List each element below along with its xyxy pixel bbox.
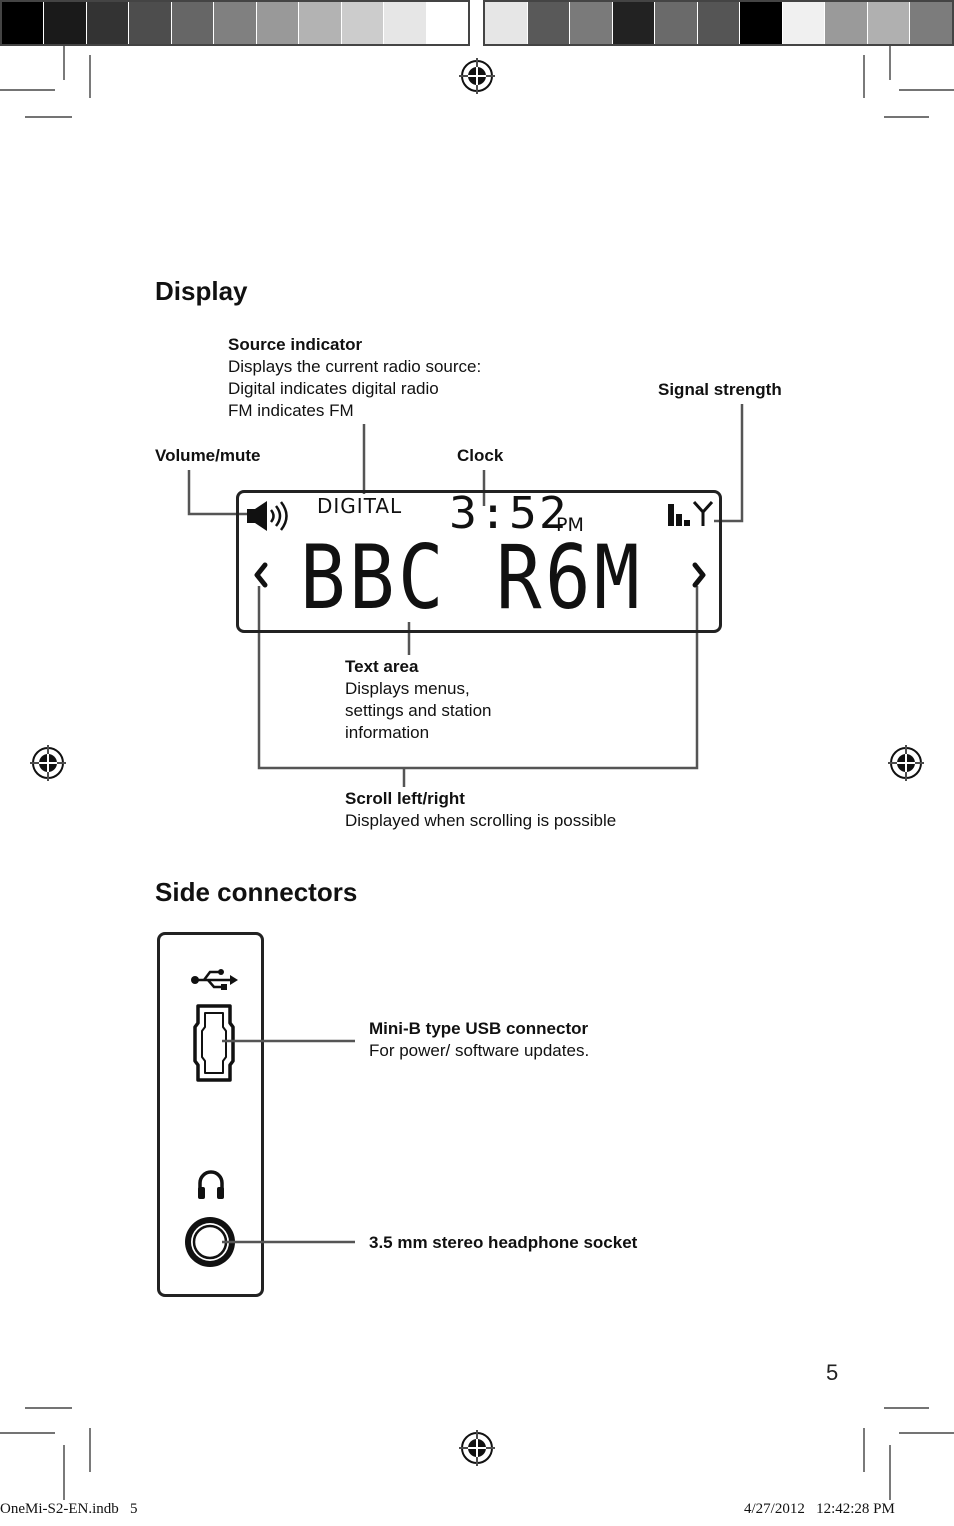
registration-mark-left-icon [30, 745, 66, 781]
color-swatch [696, 2, 740, 44]
source-indicator-title: Source indicator [228, 335, 363, 354]
source-indicator-label: Source indicator Displays the current ra… [228, 334, 481, 422]
color-swatch [255, 2, 299, 44]
lcd-display [236, 490, 722, 633]
source-indicator-line: FM indicates FM [228, 401, 354, 420]
color-swatch [654, 2, 697, 44]
usb-connector-line: For power/ software updates. [369, 1041, 590, 1060]
color-swatch [824, 2, 867, 44]
color-swatch [383, 2, 426, 44]
color-calibration-bar-left [0, 0, 470, 46]
lcd-time: 3:52 [449, 488, 569, 539]
color-swatch [485, 2, 527, 44]
color-swatch [128, 2, 171, 44]
usb-icon [191, 969, 238, 990]
speaker-icon [247, 501, 288, 531]
lcd-station-text: BBC R6M [300, 526, 644, 629]
signal-bars-icon [668, 504, 690, 526]
color-swatch [85, 2, 129, 44]
lcd-ampm: PM [556, 514, 584, 536]
color-swatch [866, 2, 910, 44]
color-swatch [611, 2, 655, 44]
text-area-line: settings and station [345, 701, 492, 720]
color-swatch [909, 2, 953, 44]
clock-label: Clock [457, 446, 504, 465]
signal-strength-label: Signal strength [658, 380, 782, 399]
color-swatch [298, 2, 341, 44]
usb-connector-title: Mini-B type USB connector [369, 1019, 589, 1038]
scroll-title: Scroll left/right [345, 789, 465, 808]
source-indicator-line: Displays the current radio source: [228, 357, 482, 376]
color-swatch [526, 2, 570, 44]
text-area-label: Text area Displays menus, settings and s… [345, 656, 491, 744]
chevron-left-icon [254, 562, 268, 588]
scroll-label: Scroll left/right Displayed when scrolli… [345, 788, 616, 832]
lcd-source-text: DIGITAL [317, 494, 403, 518]
color-swatch [739, 2, 782, 44]
chevron-right-icon [692, 562, 706, 588]
color-swatch [781, 2, 825, 44]
registration-mark-right-icon [888, 745, 924, 781]
color-swatch [170, 2, 214, 44]
color-swatch [2, 2, 44, 44]
volume-mute-label: Volume/mute [155, 446, 261, 465]
headphone-socket-title: 3.5 mm stereo headphone socket [369, 1233, 638, 1252]
mini-usb-port-icon [193, 1004, 235, 1082]
source-indicator-line: Digital indicates digital radio [228, 379, 439, 398]
usb-connector-label: Mini-B type USB connector For power/ sof… [369, 1018, 589, 1062]
side-panel [157, 932, 264, 1297]
text-area-title: Text area [345, 657, 419, 676]
color-swatch [213, 2, 256, 44]
color-swatch [425, 2, 468, 44]
color-swatch [340, 2, 384, 44]
color-calibration-bar-right [483, 0, 954, 46]
page-number: 5 [826, 1360, 839, 1385]
registration-mark-top-icon [459, 58, 495, 94]
text-area-line: information [345, 723, 430, 742]
display-heading: Display [155, 276, 248, 306]
headphone-socket-label: 3.5 mm stereo headphone socket [369, 1232, 637, 1254]
scroll-line: Displayed when scrolling is possible [345, 811, 617, 830]
headphone-socket-icon [185, 1217, 235, 1267]
antenna-icon [692, 500, 714, 526]
color-swatch [569, 2, 612, 44]
registration-mark-bottom-icon [459, 1430, 495, 1466]
text-area-line: Displays menus, [345, 679, 470, 698]
side-connectors-heading: Side connectors [155, 877, 358, 907]
footer-file-slug: OneMi-S2-EN.indb 5 [0, 1501, 138, 1517]
color-swatch [43, 2, 86, 44]
headphone-icon [198, 1170, 224, 1199]
footer-timestamp-slug: 4/27/2012 12:42:28 PM [744, 1501, 895, 1517]
